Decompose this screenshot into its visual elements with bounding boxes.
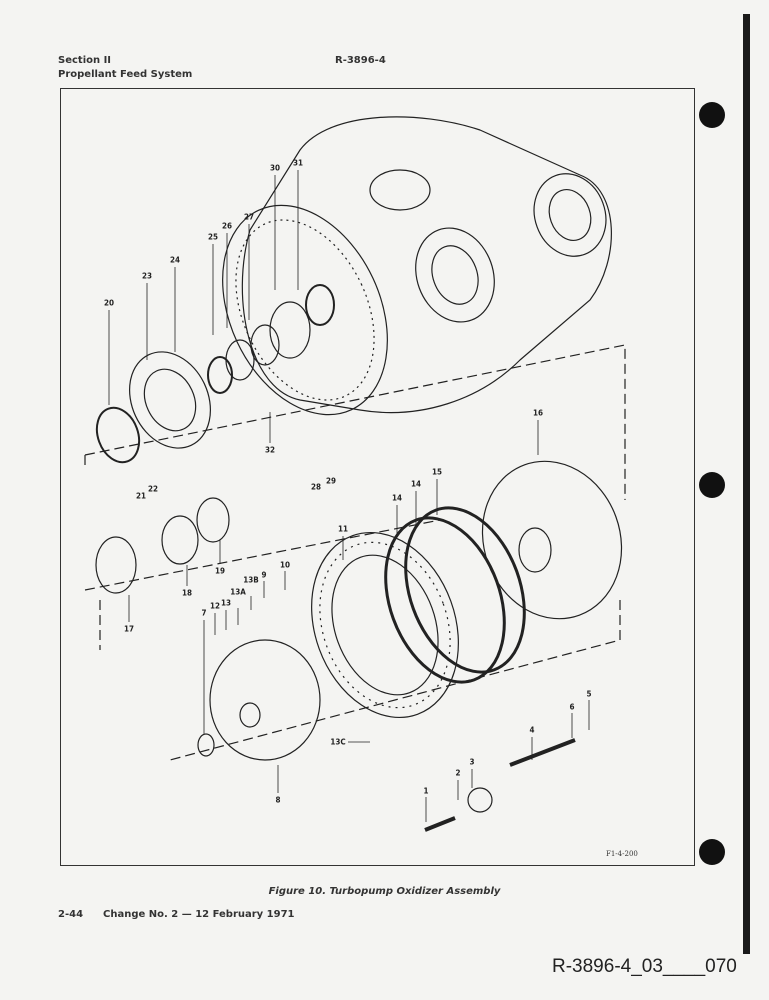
- outlet-flange: [533, 173, 607, 257]
- bolt-circle: [235, 219, 375, 401]
- callout: 28: [310, 482, 322, 492]
- callout: 4: [529, 725, 535, 735]
- callout: 11: [337, 524, 349, 534]
- punch-hole: [699, 472, 725, 498]
- housing-11: [311, 531, 459, 719]
- callout: 29: [325, 476, 337, 486]
- housing-flange: [222, 204, 388, 416]
- callout: 13B: [243, 575, 259, 585]
- callout: 5: [586, 689, 592, 699]
- callout: 24: [169, 255, 181, 265]
- callout: 32: [264, 445, 276, 455]
- figure-frame: [60, 88, 695, 866]
- callout: 1: [423, 786, 429, 796]
- scan-edge-bar: [743, 14, 750, 954]
- figure-code: F1-4-200: [606, 850, 638, 858]
- punch-hole: [699, 839, 725, 865]
- archive-stamp: R-3896-4_03____070: [552, 956, 737, 977]
- callout: 9: [261, 570, 267, 580]
- bearing-23: [128, 351, 212, 449]
- callout: 26: [221, 221, 233, 231]
- callout: 2: [455, 768, 461, 778]
- callout: 19: [214, 566, 226, 576]
- gear-17: [95, 536, 137, 594]
- document-number: R-3896-4: [335, 55, 386, 66]
- callout: 18: [181, 588, 193, 598]
- callout: 17: [123, 624, 135, 634]
- figure-caption: Figure 10. Turbopump Oxidizer Assembly: [268, 886, 501, 897]
- outlet-flange: [415, 227, 495, 323]
- callout: 14: [410, 479, 422, 489]
- inducer-16: [481, 460, 623, 620]
- callout: 20: [103, 298, 115, 308]
- callout: 16: [532, 408, 544, 418]
- callout: 31: [292, 158, 304, 168]
- impeller-8: [209, 639, 321, 761]
- callout: 22: [147, 484, 159, 494]
- callout: 13A: [230, 587, 246, 597]
- callout: 3: [469, 757, 475, 767]
- section-subtitle: Propellant Feed System: [58, 69, 193, 80]
- callout: 25: [207, 232, 219, 242]
- callout: 14: [391, 493, 403, 503]
- callout: 30: [269, 163, 281, 173]
- callout: 27: [243, 212, 255, 222]
- callout: 13: [220, 598, 232, 608]
- callout: 7: [201, 608, 207, 618]
- callout: 23: [141, 271, 153, 281]
- callout: 6: [569, 702, 575, 712]
- seal-ring-14: [384, 516, 506, 684]
- callout: 10: [279, 560, 291, 570]
- punch-hole: [699, 102, 725, 128]
- seal-20: [95, 406, 141, 464]
- change-notice: Change No. 2 — 12 February 1971: [103, 909, 295, 920]
- callout: 13C: [330, 737, 346, 747]
- callout: 15: [431, 467, 443, 477]
- section-label: Section II: [58, 55, 112, 66]
- page-number: 2-44: [58, 909, 84, 920]
- callout: 21: [135, 491, 147, 501]
- callout: 12: [209, 601, 221, 611]
- callout: 8: [275, 795, 281, 805]
